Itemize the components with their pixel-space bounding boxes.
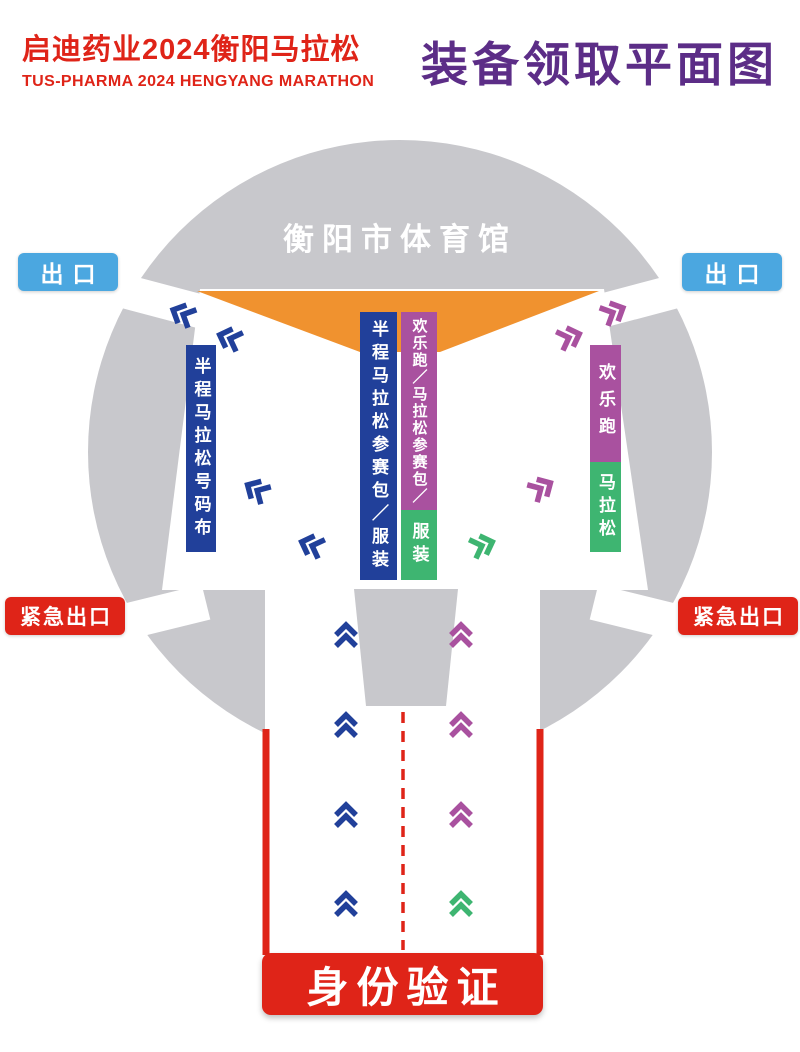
header: 启迪药业2024衡阳马拉松 TUS-PHARMA 2024 HENGYANG M… xyxy=(22,26,778,95)
lane-fun-run-marathon-pack: 欢乐跑／马拉松参赛包／ xyxy=(401,312,437,510)
entry-funnel xyxy=(197,291,599,352)
lane-fun-run: 欢乐跑 xyxy=(590,345,621,462)
emergency-exit-badge-left: 紧急出口 xyxy=(5,597,125,635)
lane-half-marathon-bib: 半程马拉松号码布 xyxy=(186,345,216,552)
page-title: 装备领取平面图 xyxy=(421,38,778,91)
event-title-block: 启迪药业2024衡阳马拉松 TUS-PHARMA 2024 HENGYANG M… xyxy=(22,26,374,91)
blue-direction-chevron xyxy=(336,805,356,826)
exit-badge-right: 出口 xyxy=(682,253,782,291)
stadium-label: 衡阳市体育馆 xyxy=(283,222,517,257)
magenta-direction-chevron xyxy=(451,805,471,826)
identity-check-banner: 身份验证 xyxy=(262,953,543,1015)
exit-badge-left: 出口 xyxy=(18,253,118,291)
lane-marathon: 马拉松 xyxy=(590,462,621,552)
lane-fun-run-marathon-pack-apparel: 服装 xyxy=(401,510,437,580)
lane-half-marathon-pack: 半程马拉松参赛包／服装 xyxy=(360,312,397,580)
corridor-divider xyxy=(354,589,458,706)
event-title-en: TUS-PHARMA 2024 HENGYANG MARATHON xyxy=(22,73,375,90)
emergency-exit-badge-right: 紧急出口 xyxy=(678,597,798,635)
green-direction-chevron xyxy=(451,894,471,915)
event-title-cn: 启迪药业2024衡阳马拉松 xyxy=(22,34,361,66)
blue-direction-chevron xyxy=(336,894,356,915)
